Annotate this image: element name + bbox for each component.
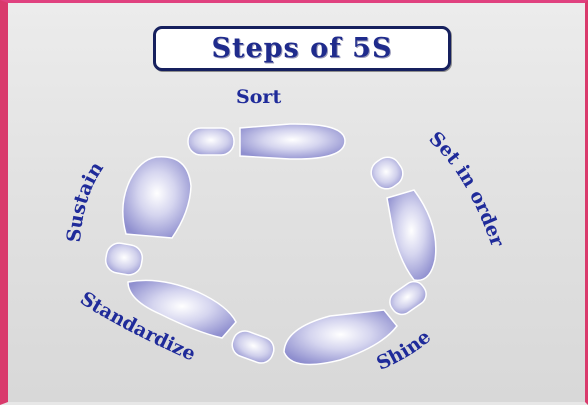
footprint-sustain: [104, 157, 191, 277]
sole-shape: [387, 190, 436, 280]
sole-shape: [240, 124, 345, 159]
footprint-sort: [188, 124, 345, 159]
step-label-sort: Sort: [236, 86, 281, 108]
heel-shape: [104, 241, 145, 277]
heel-shape: [229, 328, 277, 367]
sole-shape: [123, 157, 191, 238]
step-label-sustain: Sustain: [63, 158, 108, 243]
step-label-set-in-order: Set in order: [425, 127, 509, 250]
heel-shape: [366, 152, 408, 194]
footprint-set-in-order: [366, 152, 436, 280]
heel-shape: [386, 277, 431, 318]
heel-shape: [188, 128, 234, 155]
